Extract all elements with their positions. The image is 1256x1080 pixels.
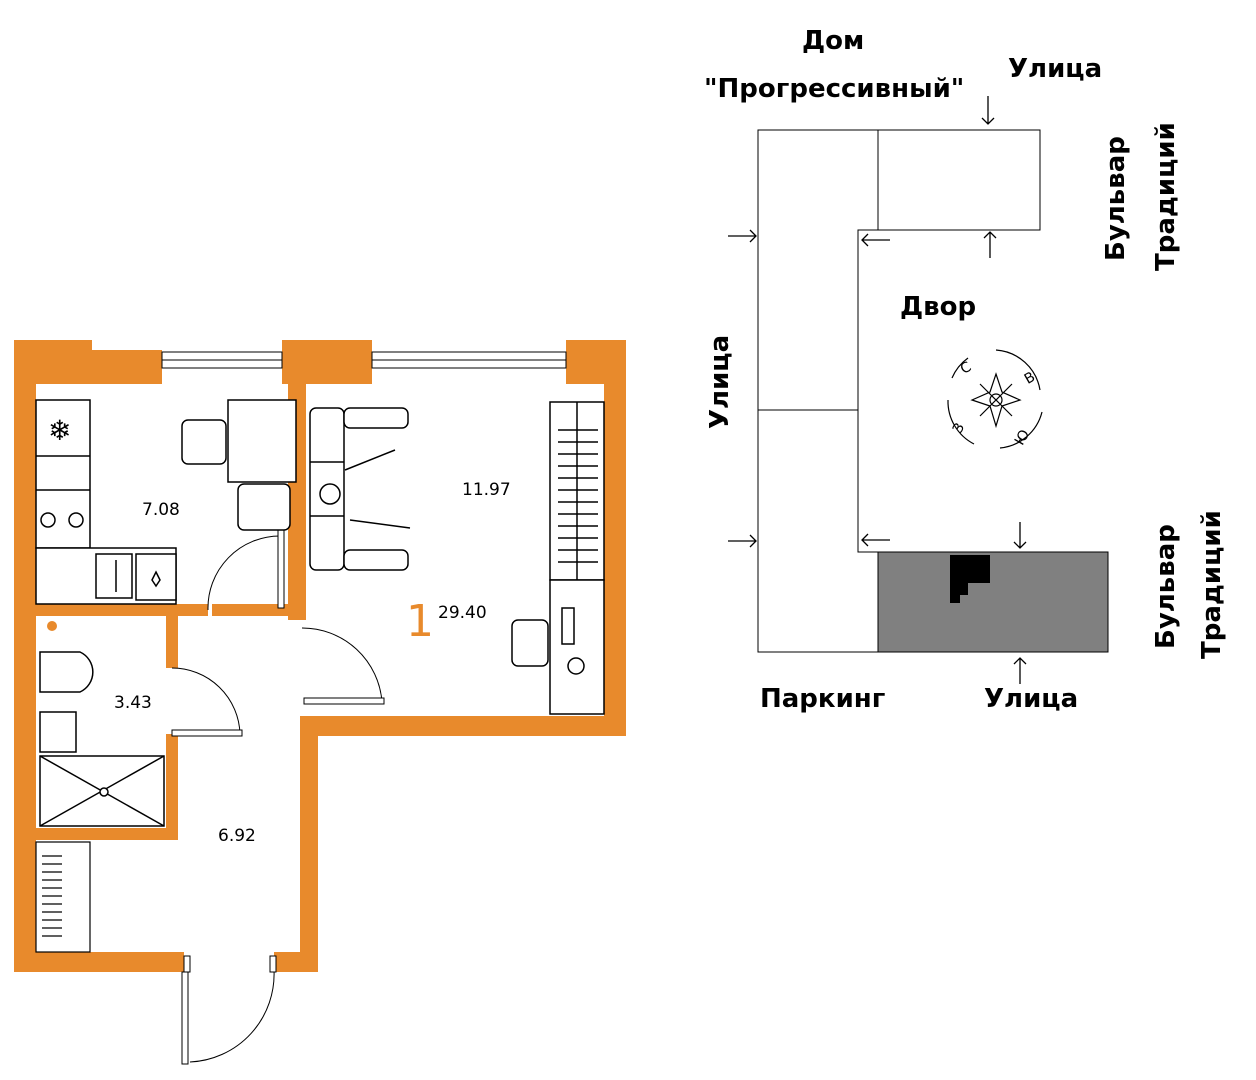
house-name-line1: Дом xyxy=(802,26,865,56)
entrance-arrows xyxy=(728,96,1027,684)
living-area: 11.97 xyxy=(462,480,511,500)
windows xyxy=(161,351,567,369)
boulevard-top-line2: Традиций xyxy=(1151,122,1181,271)
building-outline xyxy=(757,129,1109,653)
compass-east: В xyxy=(1022,369,1038,388)
room-count: 1 xyxy=(406,596,434,647)
yard-label: Двор xyxy=(900,292,977,322)
selected-section xyxy=(877,551,1109,653)
compass-icon xyxy=(947,349,1043,449)
boulevard-bottom-line1: Бульвар xyxy=(1151,524,1181,649)
apartment-marker xyxy=(950,555,990,603)
compass-north: С xyxy=(958,359,975,378)
floor-plan: ❄ 1 xyxy=(14,340,626,1065)
bathroom-fixtures xyxy=(39,621,165,827)
kitchen-furniture xyxy=(35,399,297,605)
boulevard-bottom-line2: Традиций xyxy=(1197,510,1227,659)
compass-south: Ю xyxy=(1012,427,1033,448)
compass-west: З xyxy=(950,420,968,436)
street-left: Улица xyxy=(705,334,735,429)
boulevard-top-line1: Бульвар xyxy=(1101,136,1131,261)
parking-label: Паркинг xyxy=(760,684,886,714)
street-bottom: Улица xyxy=(984,684,1079,714)
street-top: Улица xyxy=(1008,54,1103,84)
doors xyxy=(171,529,385,1065)
house-name-line2: "Прогрессивный" xyxy=(704,74,965,104)
kitchen-area: 7.08 xyxy=(142,500,180,520)
hall-wardrobe xyxy=(35,841,91,953)
hall-area: 6.92 xyxy=(218,826,256,846)
fridge-snowflake-icon: ❄ xyxy=(48,414,71,447)
exterior-walls xyxy=(14,340,626,972)
living-furniture xyxy=(309,401,605,715)
total-area: 29.40 xyxy=(438,603,487,623)
bath-area: 3.43 xyxy=(114,693,152,713)
